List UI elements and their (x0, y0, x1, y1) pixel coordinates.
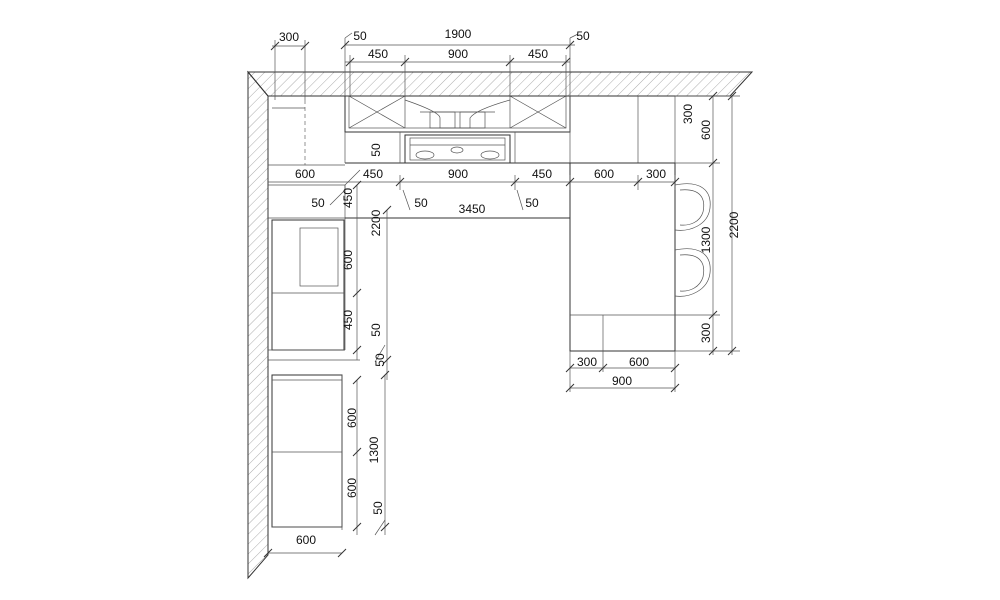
top-counter (268, 95, 730, 164)
wall (246, 70, 754, 580)
dim-bottom-600: 600 (296, 533, 316, 547)
dim-row-right-cab: 450 (532, 167, 552, 181)
dim-left-gap-50-b: 50 (373, 353, 387, 367)
dim-span-total: 3450 (459, 202, 486, 216)
dim-left-450-top: 450 (341, 188, 355, 208)
dim-row-left-depth: 600 (295, 167, 315, 181)
dim-island-900: 900 (612, 374, 632, 388)
dim-row-left-cab: 450 (363, 167, 383, 181)
dim-gap-mid-right: 50 (525, 196, 539, 210)
dimension-labels: 1900 50 50 300 450 900 450 50 600 450 90… (279, 27, 741, 547)
dim-lower-600-b: 600 (345, 478, 359, 498)
dim-gap-left: 50 (311, 196, 325, 210)
left-wall (247, 70, 269, 580)
top-wall (246, 71, 754, 97)
dim-upper-mid: 900 (448, 47, 468, 61)
dim-hood-gap: 50 (369, 143, 383, 157)
dim-wall-depth: 300 (279, 30, 299, 44)
dim-top-left-margin: 50 (353, 29, 367, 43)
dim-lower-1300: 1300 (367, 436, 381, 463)
lower-left-units (271, 374, 343, 530)
dim-gap-mid-left: 50 (414, 196, 428, 210)
dim-top-right-margin: 50 (576, 29, 590, 43)
dim-right-300-bottom: 300 (699, 323, 713, 343)
dim-row-mid: 900 (448, 167, 468, 181)
dim-upper-right: 450 (528, 47, 548, 61)
dim-left-450-bottom: 450 (341, 310, 355, 330)
island (569, 162, 676, 352)
dim-row-right-600: 600 (594, 167, 614, 181)
dim-left-2200: 2200 (369, 209, 383, 236)
dim-upper-left: 450 (368, 47, 388, 61)
left-column (267, 96, 361, 555)
dim-right-300-top: 300 (681, 104, 695, 124)
dim-lower-600-a: 600 (345, 408, 359, 428)
dim-right-600: 600 (699, 120, 713, 140)
dim-right-1300: 1300 (699, 226, 713, 253)
dim-left-600: 600 (341, 250, 355, 270)
dim-row-right-300: 300 (646, 167, 666, 181)
range-hood (404, 99, 511, 129)
dim-island-600: 600 (629, 355, 649, 369)
dimension-lines (263, 32, 740, 558)
dim-island-300: 300 (577, 355, 597, 369)
dim-left-gap-50-a: 50 (369, 323, 383, 337)
dim-right-2200: 2200 (727, 211, 741, 238)
dim-lower-gap-50: 50 (371, 501, 385, 515)
upper-cabinets (344, 95, 571, 133)
cooktop (404, 134, 511, 164)
dim-top-total: 1900 (445, 27, 472, 41)
bar-stools (674, 183, 711, 297)
